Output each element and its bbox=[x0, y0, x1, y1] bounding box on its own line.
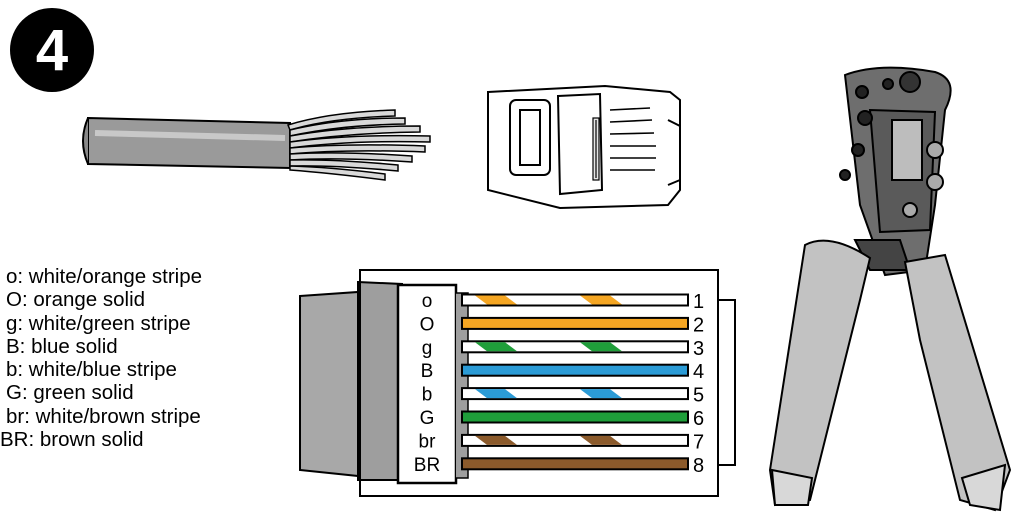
pin-number-label: 2 bbox=[693, 314, 704, 336]
wire-code-label: G bbox=[420, 408, 435, 429]
pin-number-label: 3 bbox=[693, 338, 704, 360]
wire-code-label: b bbox=[422, 385, 433, 406]
legend-item-br: br: white/brown stripe bbox=[6, 404, 201, 428]
wire-3 bbox=[461, 340, 689, 354]
legend-item-O: O: orange solid bbox=[6, 288, 146, 312]
wire-2 bbox=[461, 316, 689, 330]
legend-item-BR: BR: brown solid bbox=[0, 428, 144, 452]
step-number-badge: 4 bbox=[10, 8, 94, 92]
wire-7-stripe-1 bbox=[475, 435, 517, 445]
wire-1-stripe-2 bbox=[580, 295, 622, 305]
crimping-tool-illustration bbox=[768, 66, 1012, 512]
wire-5-stripe-1 bbox=[475, 389, 517, 399]
wire-5 bbox=[461, 387, 689, 401]
wire-1-stripe-1 bbox=[475, 295, 517, 305]
legend-item-B: B: blue solid bbox=[6, 334, 118, 358]
wiring-diagram: o 1O 2 g 3B 4 b 5G 6 br 7BR 8 bbox=[299, 269, 736, 497]
wire-5-stripe-2 bbox=[580, 389, 622, 399]
plug-outline bbox=[359, 269, 719, 497]
code-label-box bbox=[396, 283, 458, 485]
legend-item-b: b: white/blue stripe bbox=[6, 358, 177, 382]
pin-number-label: 4 bbox=[693, 361, 704, 383]
wire-3-stripe-1 bbox=[475, 342, 517, 352]
pin-number-label: 8 bbox=[693, 455, 704, 477]
pin-number-label: 5 bbox=[693, 385, 704, 407]
legend-item-g: g: white/green stripe bbox=[6, 311, 191, 335]
wire-7 bbox=[461, 433, 689, 447]
stripped-cable-illustration bbox=[82, 109, 431, 181]
pin-number-label: 7 bbox=[693, 431, 704, 453]
wire-4 bbox=[461, 363, 689, 377]
wire-7-stripe-2 bbox=[580, 435, 622, 445]
pin-number-label: 1 bbox=[693, 291, 704, 313]
legend-item-o: o: white/orange stripe bbox=[6, 265, 203, 288]
rj45-plug-illustration bbox=[487, 84, 681, 210]
wire-color-legend: o: white/orange stripe O: orange solid g… bbox=[0, 265, 290, 451]
legend-item-G: G: green solid bbox=[6, 381, 134, 405]
wire-code-label: B bbox=[421, 361, 434, 382]
wire-6 bbox=[461, 410, 689, 424]
wire-code-label: br bbox=[419, 431, 437, 452]
wire-code-label: O bbox=[420, 314, 435, 335]
wire-1 bbox=[461, 293, 689, 307]
pin-number-label: 6 bbox=[693, 408, 704, 430]
wire-3-stripe-2 bbox=[580, 342, 622, 352]
wire-code-label: BR bbox=[414, 455, 440, 476]
wire-8 bbox=[461, 457, 689, 471]
wire-code-label: g bbox=[422, 338, 433, 359]
wire-code-label: o bbox=[422, 291, 433, 312]
